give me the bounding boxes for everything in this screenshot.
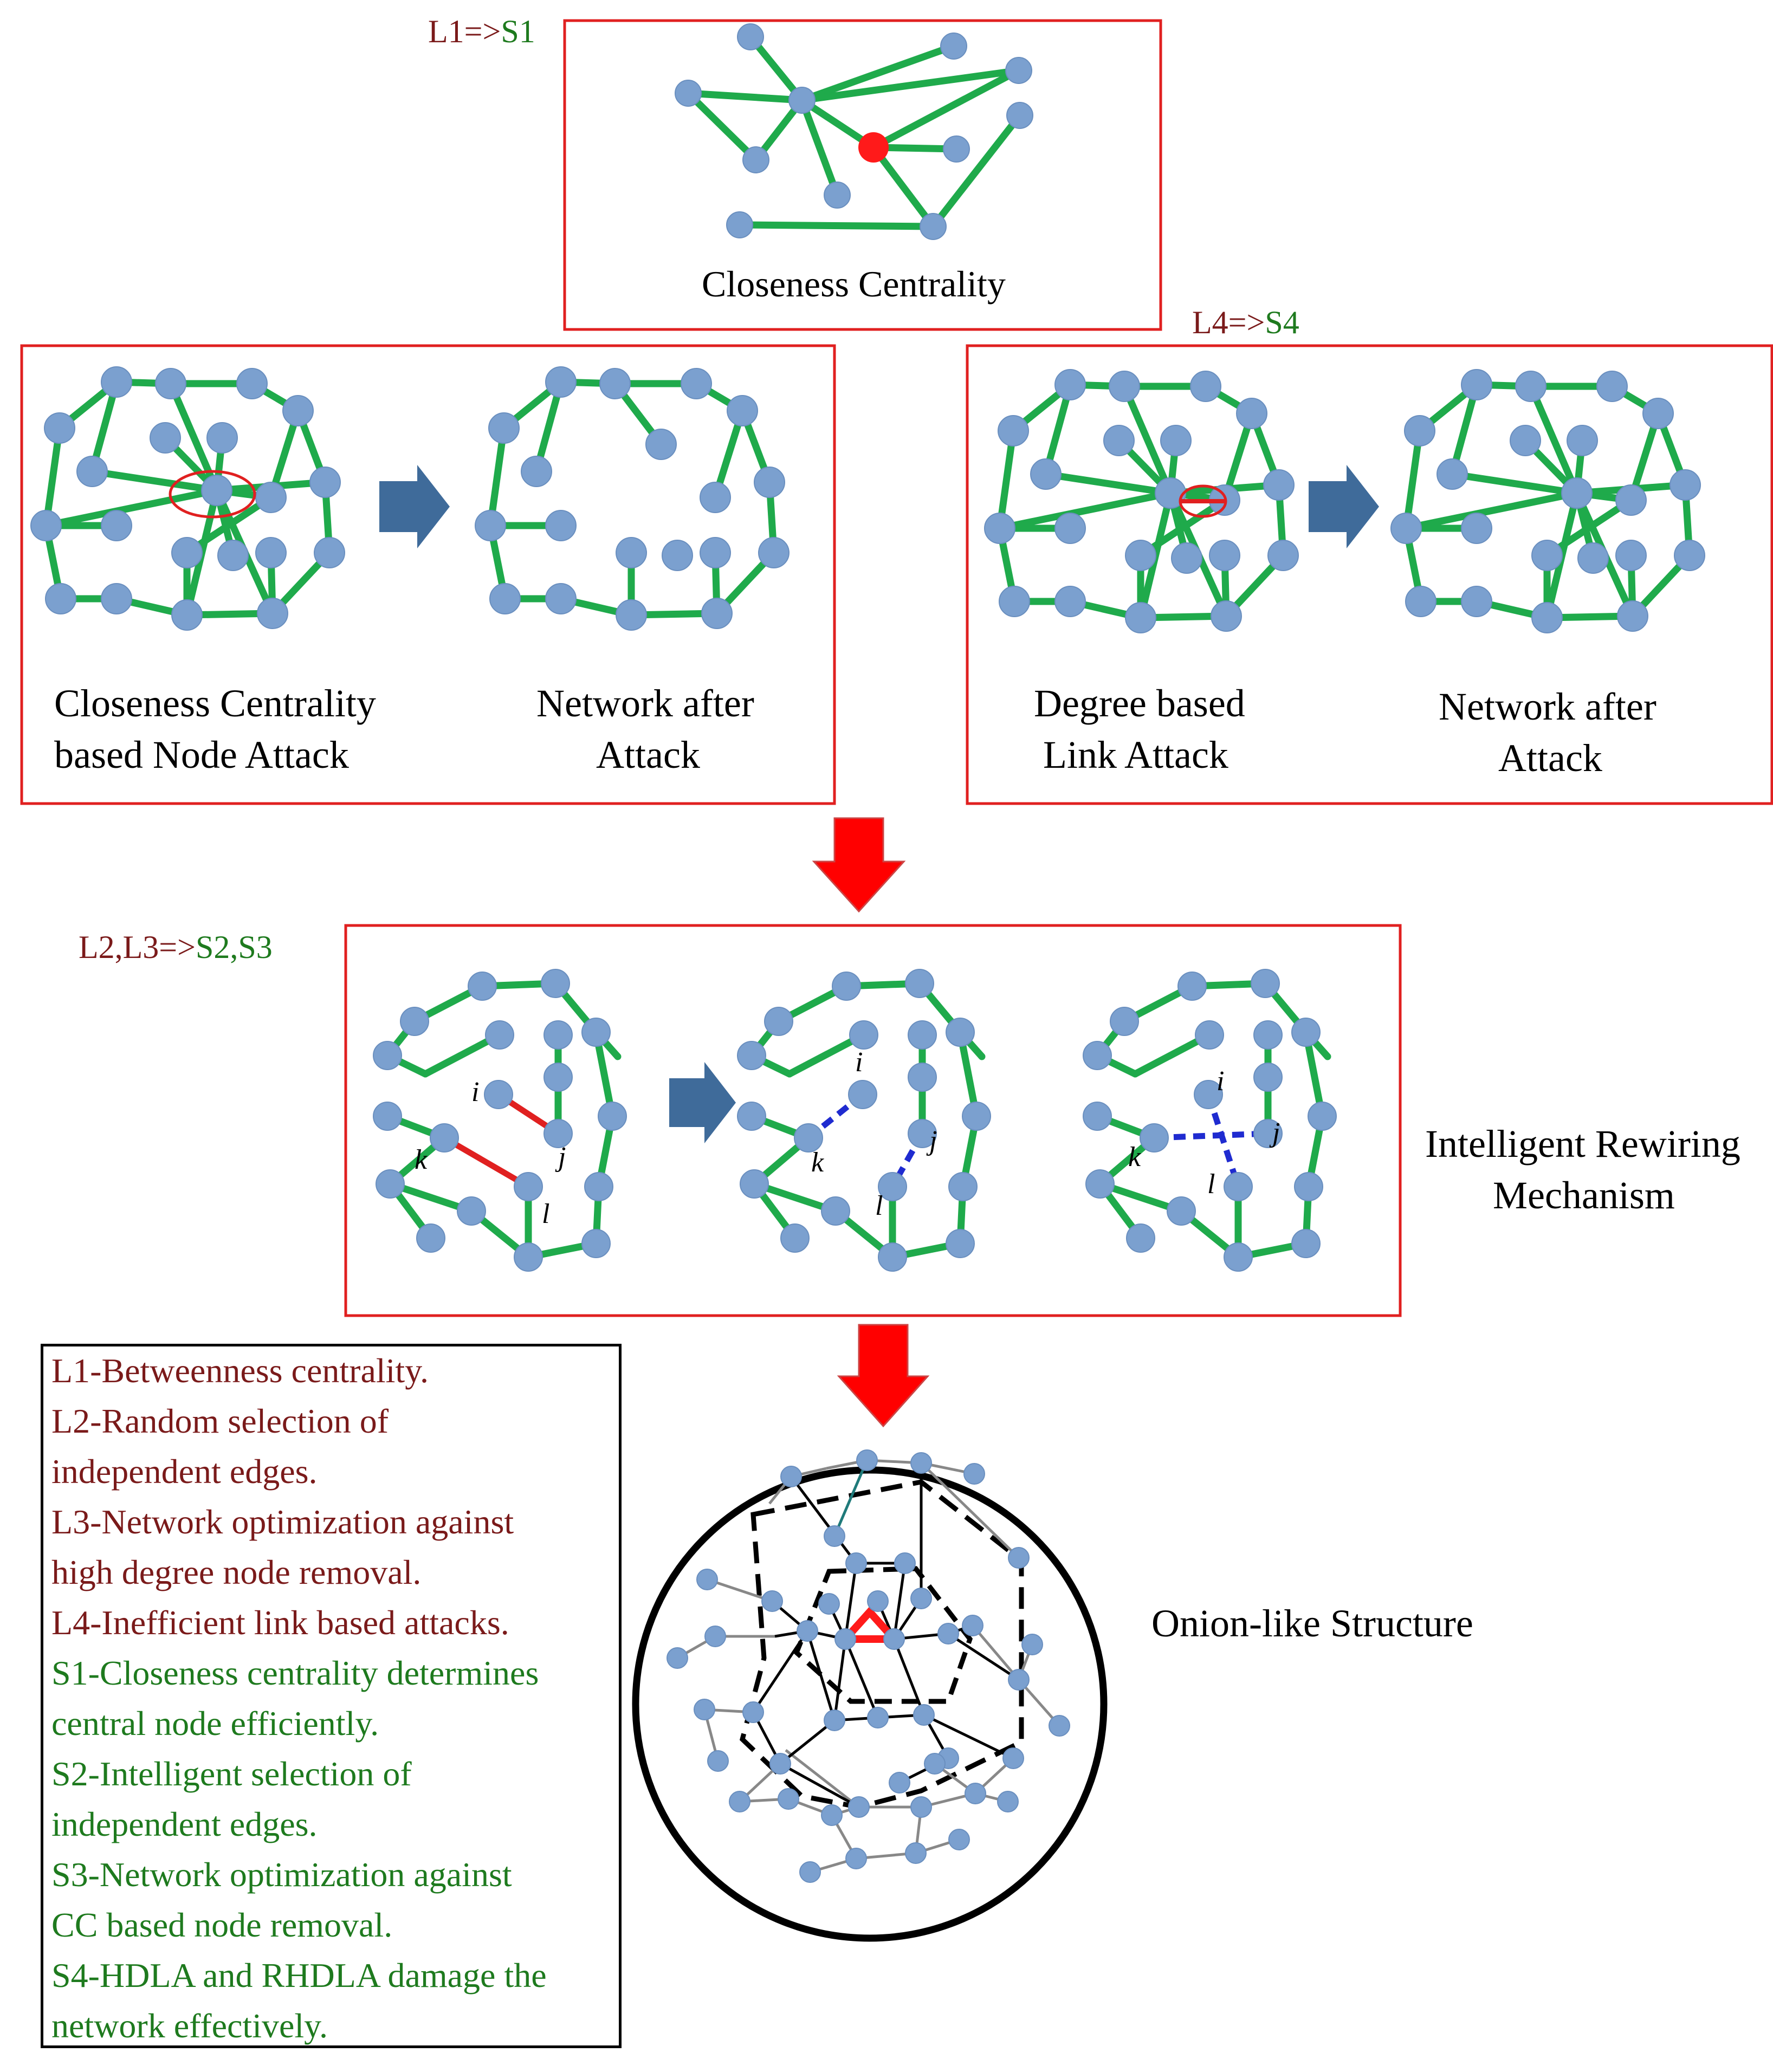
onion-structure [632,1449,1108,1942]
label-onion: Onion-like Structure [1151,1602,1473,1645]
node-label-j-2: j [929,1125,937,1156]
legend-line: S3-Network optimization against [51,1855,512,1894]
legend-line: L3-Network optimization against [51,1503,514,1541]
network-closeness-nodes [675,23,1033,240]
legend-line: network effectively. [51,2006,328,2045]
panel-node-attack [20,344,836,805]
label-after1-1: Network after [536,682,754,725]
tag-l23-part: L2,L3=> [79,929,196,965]
legend-line: independent edges. [51,1452,318,1491]
label-closeness-centrality: Closeness Centrality [702,263,1006,305]
legend-line: S1-Closeness centrality determines [51,1654,539,1692]
tag-l1-s1: L1=>S1 [428,15,535,48]
onion-inner-ring [793,1566,973,1704]
network-after-link-attack [1390,369,1705,633]
node-label-j-3: j [1272,1117,1280,1148]
onion-outer-ring [739,1479,1024,1810]
legend-line: S4-HDLA and RHDLA damage the [51,1956,547,1995]
tag-l23-s23: L2,L3=>S2,S3 [79,931,273,963]
label-cc-attack-2: based Node Attack [54,733,349,776]
node-label-k-1: k [415,1144,428,1175]
panel-link-attack [966,344,1773,805]
label-after1-2: Attack [596,733,700,776]
label-after2-1: Network after [1439,685,1656,728]
node-label-i-2: i [855,1047,863,1078]
label-cc-attack-1: Closeness Centrality [54,682,376,725]
node-label-k-3: k [1128,1142,1141,1173]
node-label-i-1: i [471,1077,480,1108]
network-degree-link-attack [984,369,1299,633]
label-rewiring-2: Mechanism [1493,1174,1675,1217]
node-label-l-1: l [542,1199,550,1229]
network-rewire-before [373,969,627,1272]
legend-line: independent edges. [51,1805,318,1843]
arrow-right-3 [669,1062,736,1143]
core-triangle [837,1606,903,1643]
legend-line: CC based node removal. [51,1906,393,1944]
network-after-node-attack [475,366,790,631]
node-label-l-3: l [1207,1169,1215,1200]
central-node [858,132,889,163]
network-rewire-final [1083,969,1337,1272]
node-label-k-2: k [811,1147,824,1178]
panel-rewiring [344,924,1402,1317]
attacked-node-marker [169,470,256,519]
attacked-link-marker [1179,484,1227,518]
arrow-right-1 [379,465,450,548]
network-closeness [684,33,1024,230]
legend-box [41,1344,622,2048]
node-label-j-1: j [558,1142,566,1173]
tag-l1-part: L1=> [428,14,501,49]
tag-s1-part: S1 [501,14,535,49]
tag-l4-s4: L4=>S4 [1192,306,1299,339]
arrow-right-2 [1309,465,1379,548]
legend-line: S2-Intelligent selection of [51,1754,412,1793]
legend-line: central node efficiently. [51,1704,379,1743]
tag-s4-part: S4 [1265,305,1299,340]
legend-line: L4-Inefficient link based attacks. [51,1603,509,1642]
node-label-i-3: i [1216,1066,1225,1097]
tag-l4-part: L4=> [1192,305,1265,340]
arrow-down-2 [837,1324,930,1428]
legend-line: L1-Betweenness centrality. [51,1351,429,1390]
node-label-l-2: l [875,1190,883,1221]
network-cc-node-attack [30,366,345,631]
label-degree-1: Degree based [1034,682,1245,725]
legend-line: high degree node removal. [51,1553,422,1591]
arrow-down-1 [812,817,906,913]
label-after2-2: Attack [1498,736,1602,780]
label-degree-2: Link Attack [1043,733,1228,776]
panel-closeness-centrality [563,19,1162,331]
network-rewire-middle [737,969,991,1272]
legend-line: L2-Random selection of [51,1402,389,1440]
label-rewiring-1: Intelligent Rewiring [1425,1122,1740,1166]
tag-s23-part: S2,S3 [195,929,273,965]
